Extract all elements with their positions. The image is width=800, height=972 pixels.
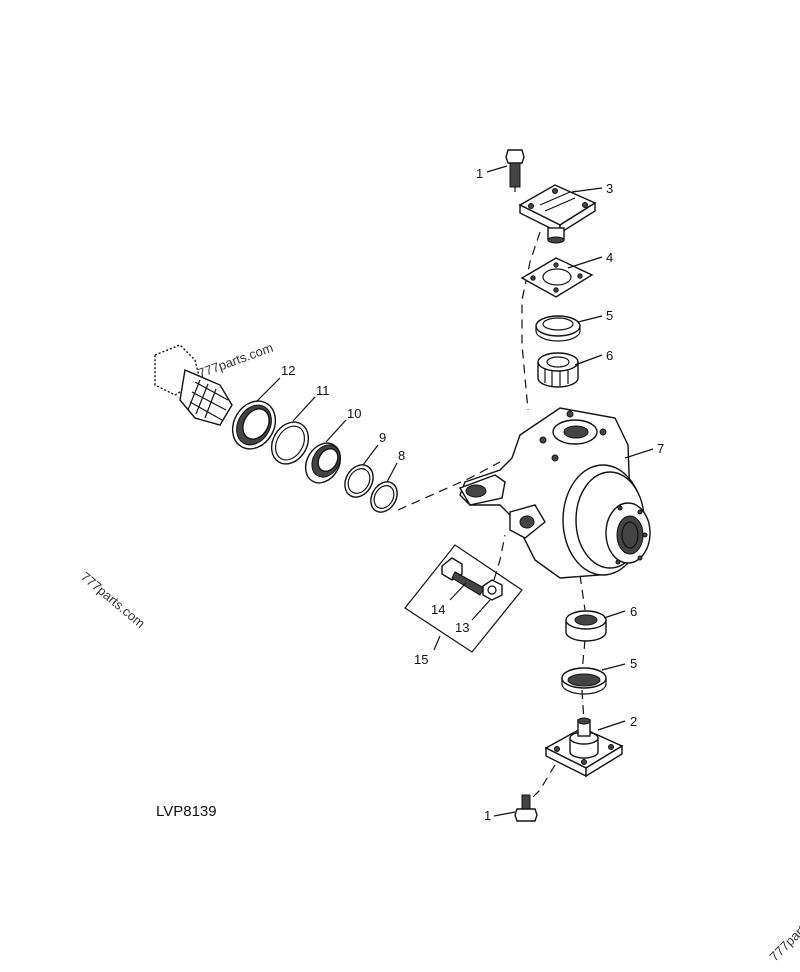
guide-line-bolt	[493, 534, 506, 581]
callout-5-bottom: 5	[630, 656, 637, 671]
callout-3: 3	[606, 181, 613, 196]
gasket-top	[520, 257, 594, 298]
ring-11	[270, 421, 310, 465]
callout-labels: 1 3 4 5 6 12 11 10 9 8 7 14 13 15 6 5 2 …	[281, 166, 664, 823]
callout-1-top: 1	[476, 166, 483, 181]
callout-2: 2	[630, 714, 637, 729]
bearing-10	[304, 442, 342, 484]
ring-9	[344, 464, 374, 498]
bolt-kit-box	[404, 544, 523, 653]
callout-6-bottom: 6	[630, 604, 637, 619]
callout-7: 7	[657, 441, 664, 456]
bolt-top	[505, 149, 525, 188]
callout-13: 13	[455, 620, 469, 635]
seal-bottom	[561, 667, 607, 695]
diagram-code: LVP8139	[156, 803, 217, 820]
axle-shaft	[154, 344, 233, 426]
snap-ring-8	[370, 481, 398, 513]
kingpin-cap-top	[518, 184, 597, 244]
oil-seal-12	[231, 400, 277, 450]
guide-line-bottom	[524, 574, 586, 806]
watermark-left: 777parts.com	[78, 569, 148, 631]
watermark-top: 777parts.com	[196, 340, 275, 381]
callout-4: 4	[606, 250, 613, 265]
callout-12: 12	[281, 363, 295, 378]
seal-top	[535, 315, 581, 342]
kingpin-cap-bottom	[544, 717, 624, 778]
callout-14: 14	[431, 602, 445, 617]
callout-11: 11	[316, 383, 330, 398]
watermark-corner: 777parts.com	[767, 898, 800, 964]
callout-6-top: 6	[606, 348, 613, 363]
hex-bolt-14	[441, 557, 485, 596]
callout-15: 15	[414, 652, 428, 667]
callout-9: 9	[379, 430, 386, 445]
bearing-top	[537, 352, 579, 388]
guide-line-left	[397, 461, 501, 511]
callout-1-bottom: 1	[484, 808, 491, 823]
bolt-bottom	[514, 794, 538, 822]
callout-10: 10	[347, 406, 361, 421]
steering-knuckle	[458, 407, 651, 579]
callout-8: 8	[398, 448, 405, 463]
hex-nut-13	[482, 579, 503, 601]
leader-lines	[255, 165, 654, 817]
callout-5-top: 5	[606, 308, 613, 323]
bearing-bottom	[565, 610, 607, 642]
